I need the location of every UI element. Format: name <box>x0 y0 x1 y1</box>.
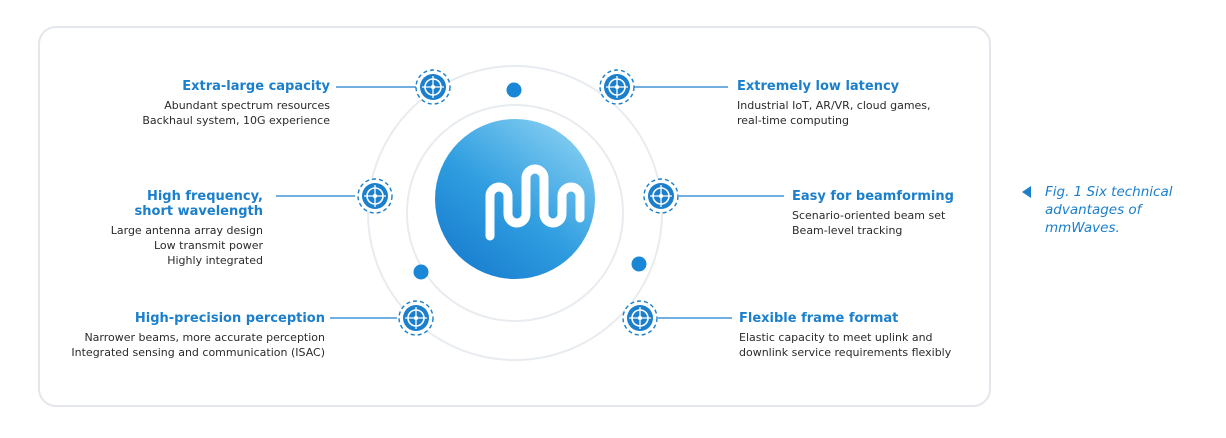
feature-title: Extra-large capacity <box>182 79 330 94</box>
feature-description: Scenario-oriented beam set Beam-level tr… <box>792 208 1092 238</box>
feature-description: Abundant spectrum resources Backhaul sys… <box>30 98 330 128</box>
inner-ring <box>406 104 624 322</box>
feature-desc-line: real-time computing <box>737 114 849 127</box>
outer-ring <box>367 65 663 361</box>
orbit-dot <box>506 82 522 98</box>
feature-title-line: short wavelength <box>134 204 263 219</box>
feature-desc-line: Abundant spectrum resources <box>164 99 330 112</box>
feature-desc-line: Highly integrated <box>167 254 263 267</box>
feature-title: Easy for beamforming <box>792 189 954 204</box>
caption-text: Fig. 1 Six technical advantages of mmWav… <box>1045 184 1173 236</box>
feature-description: Industrial IoT, AR/VR, cloud games, real… <box>737 98 1037 128</box>
feature-desc-line: Elastic capacity to meet uplink and <box>739 331 933 344</box>
orbit-dot <box>413 264 429 280</box>
feature-desc-line: Scenario-oriented beam set <box>792 209 946 222</box>
feature-description: Large antenna array design Low transmit … <box>0 223 263 268</box>
triangle-left-icon <box>1022 186 1031 198</box>
feature-title: High-precision perception <box>134 311 325 326</box>
feature-easy-for-beamforming: Easy for beamforming Scenario-oriented b… <box>792 189 1092 238</box>
feature-description: Narrower beams, more accurate perception… <box>25 330 325 360</box>
antenna-target-icon <box>643 178 679 214</box>
feature-desc-line: Backhaul system, 10G experience <box>142 114 330 127</box>
feature-desc-line: Low transmit power <box>153 239 263 252</box>
feature-title: Extremely low latency <box>737 79 900 94</box>
feature-high-precision-perception: High-precision perception Narrower beams… <box>25 311 325 360</box>
feature-description: Elastic capacity to meet uplink and down… <box>739 330 1039 360</box>
feature-high-frequency: High frequency, short wavelength Large a… <box>0 189 263 268</box>
antenna-target-icon <box>398 300 434 336</box>
feature-desc-line: Industrial IoT, AR/VR, cloud games, <box>737 99 931 112</box>
feature-extremely-low-latency: Extremely low latency Industrial IoT, AR… <box>737 79 1037 128</box>
feature-title-line: High frequency, <box>146 189 263 204</box>
feature-title: Flexible frame format <box>739 311 899 326</box>
mmwave-signal-icon <box>485 164 585 241</box>
feature-desc-line: Narrower beams, more accurate perception <box>84 331 325 344</box>
center-circle <box>435 119 595 279</box>
antenna-target-icon <box>415 69 451 105</box>
feature-desc-line: Large antenna array design <box>110 224 263 237</box>
orbit-dot <box>631 256 647 272</box>
antenna-target-icon <box>599 69 635 105</box>
feature-title: High frequency, short wavelength <box>0 189 263 219</box>
feature-extra-large-capacity: Extra-large capacity Abundant spectrum r… <box>30 79 330 128</box>
feature-desc-line: downlink service requirements flexibly <box>739 346 952 359</box>
feature-desc-line: Integrated sensing and communication (IS… <box>71 346 325 359</box>
feature-flexible-frame-format: Flexible frame format Elastic capacity t… <box>739 311 1039 360</box>
antenna-target-icon <box>622 300 658 336</box>
antenna-target-icon <box>357 178 393 214</box>
feature-desc-line: Beam-level tracking <box>792 224 903 237</box>
